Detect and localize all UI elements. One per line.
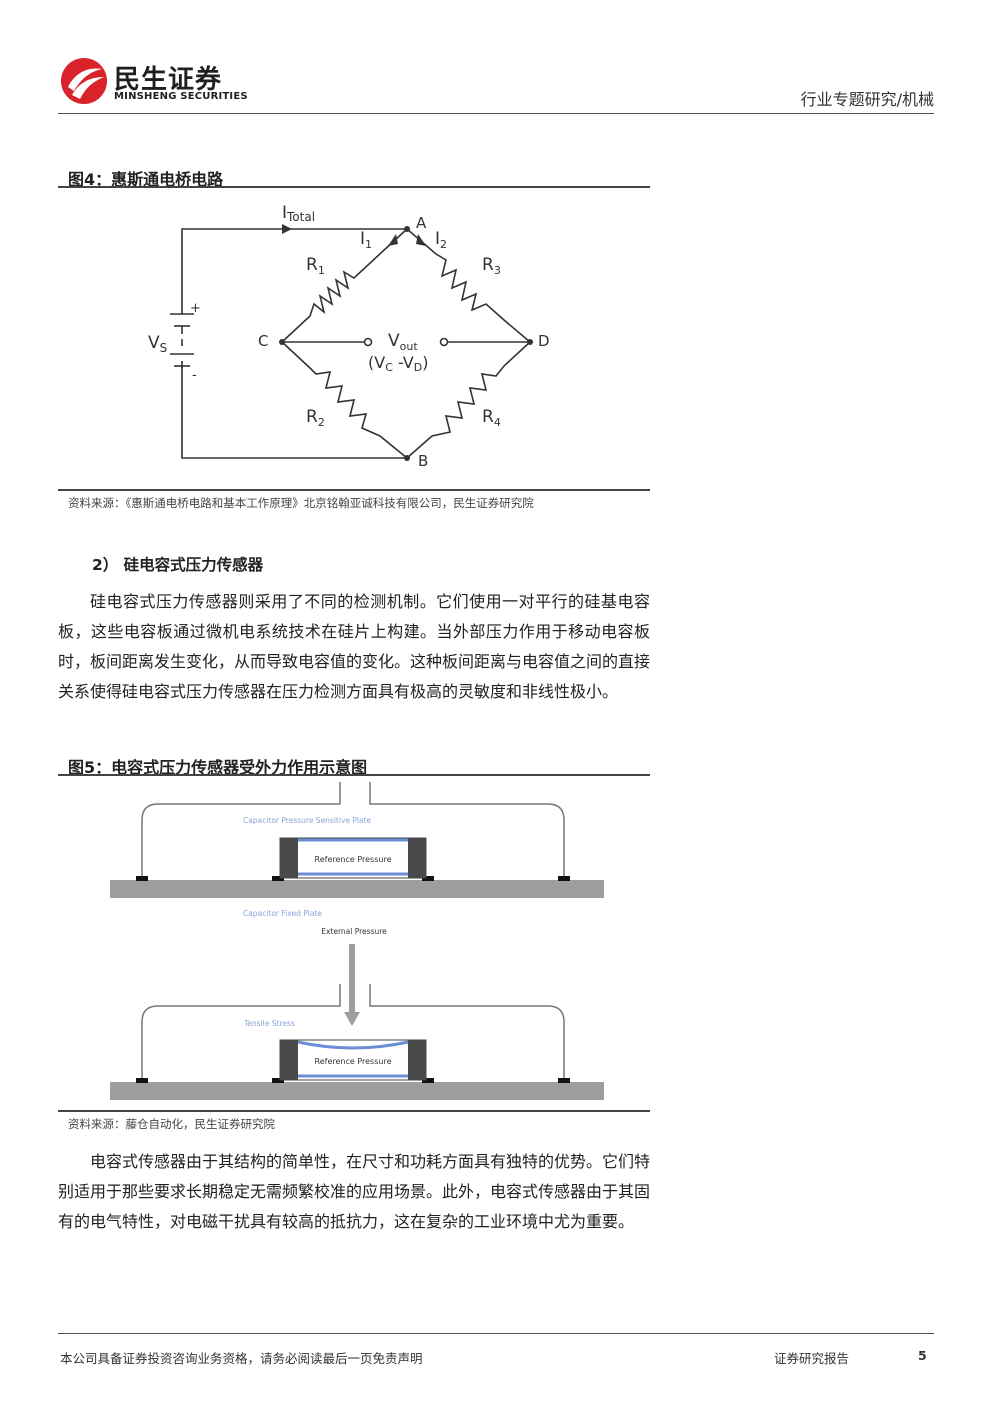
i2-label: I [435, 229, 440, 249]
figure4-bottom-rule [58, 489, 650, 491]
r2-sub: 2 [318, 416, 325, 429]
sensor-unloaded: Reference Pressure Capacitor Pressure Se… [110, 782, 604, 918]
section-heading: 2） 硅电容式压力传感器 [92, 556, 264, 574]
i1-sub: 1 [365, 238, 372, 251]
r2-label: R [306, 407, 318, 427]
i2-sub: 2 [440, 238, 447, 251]
figure5-bottom-rule [58, 1110, 650, 1112]
node-d-label: D [538, 332, 550, 350]
brand-name-cn: 民生证券 [114, 65, 223, 95]
fixed-plate-label: Capacitor Fixed Plate [243, 909, 322, 918]
header-divider [58, 113, 934, 114]
svg-text:R2: R2 [306, 407, 325, 429]
itotal-label: I [282, 203, 287, 223]
top-wire [181, 228, 407, 314]
figure5-title-rule [58, 774, 650, 776]
r1-label: R [306, 255, 318, 275]
vout-label: V [388, 331, 400, 351]
reference-pressure-top: Reference Pressure [315, 855, 392, 864]
sensitive-plate-label: Capacitor Pressure Sensitive Plate [243, 816, 372, 825]
section2-paragraph: 硅电容式压力传感器则采用了不同的检测机制。它们使用一对平行的硅基电容板，这些电容… [58, 592, 651, 701]
r3-label: R [482, 255, 494, 275]
svg-text:ITotal: ITotal [282, 203, 315, 224]
minsheng-logo-icon [61, 58, 107, 104]
vs-label: V [148, 333, 160, 353]
closing-paragraph: 电容式传感器由于其结构的简单性，在尺寸和功耗方面具有独特的优势。它们特别适用于那… [58, 1152, 651, 1231]
svg-text:(VC -VD): (VC -VD) [368, 353, 428, 374]
footer-divider [58, 1333, 934, 1334]
plus-label: + [190, 301, 201, 316]
svg-text:R3: R3 [482, 255, 501, 277]
svg-text:R1: R1 [306, 255, 325, 277]
r3-sub: 3 [494, 264, 501, 277]
svg-text:VS: VS [148, 333, 167, 355]
svg-text:Vout: Vout [388, 331, 418, 353]
node-a-label: A [416, 214, 427, 232]
figure5-source: 资料来源：藤仓自动化，民生证券研究院 [68, 1117, 275, 1131]
wheatstone-bridge-diagram: ITotal I1 I2 R1 R3 R2 R4 A B C D VS + - … [148, 203, 550, 470]
brand-name-en: MINSHENG SECURITIES [114, 91, 248, 102]
i1-arrow-icon [388, 234, 398, 246]
node-c-label: C [258, 332, 268, 350]
r4-sub: 4 [494, 416, 501, 429]
vs-sub: S [160, 341, 168, 355]
vc-sub: C [385, 361, 393, 374]
bottom-wire [181, 361, 407, 459]
svg-text:I2: I2 [435, 229, 447, 251]
svg-text:I1: I1 [360, 229, 372, 251]
i2-arrow-icon [416, 234, 426, 246]
vout-sub: out [400, 340, 419, 353]
tensile-stress-label: Tensile Stress [243, 1019, 295, 1028]
capacitive-sensor-diagram: Reference Pressure Capacitor Pressure Se… [110, 782, 604, 1100]
r4-label: R [482, 407, 494, 427]
figure5-title: 图5：电容式压力传感器受外力作用示意图 [68, 758, 368, 777]
vcvd-close: ) [422, 353, 428, 372]
external-pressure-label: External Pressure [321, 927, 387, 936]
footer-report-type: 证券研究报告 [774, 1351, 850, 1366]
pressure-arrow-icon [344, 1012, 360, 1026]
pressure-arrow-shaft [349, 944, 355, 1012]
figure4-title: 图4：惠斯通电桥电路 [68, 170, 224, 189]
sensor-loaded: Reference Pressure Tensile Stress [110, 984, 604, 1100]
footer-disclaimer: 本公司具备证券投资咨询业务资格，请务必阅读最后一页免责声明 [60, 1351, 423, 1366]
node-b-label: B [418, 452, 428, 470]
vcvd-mid: -V [393, 353, 414, 372]
report-category: 行业专题研究/机械 [800, 90, 934, 109]
r1-sub: 1 [318, 264, 325, 277]
i1-label: I [360, 229, 365, 249]
vcvd-open: (V [368, 353, 385, 372]
itotal-arrow-icon [282, 224, 292, 234]
page-number: 5 [918, 1348, 927, 1363]
minus-label: - [192, 368, 197, 383]
figure4-title-rule [58, 186, 650, 188]
reference-pressure-bottom: Reference Pressure [315, 1057, 392, 1066]
figure4-source: 资料来源：《惠斯通电桥电路和基本工作原理》北京铭翰亚诚科技有限公司，民生证券研究… [68, 496, 534, 510]
vd-sub: D [414, 361, 422, 374]
itotal-sub: Total [286, 210, 315, 224]
svg-text:R4: R4 [482, 407, 501, 429]
